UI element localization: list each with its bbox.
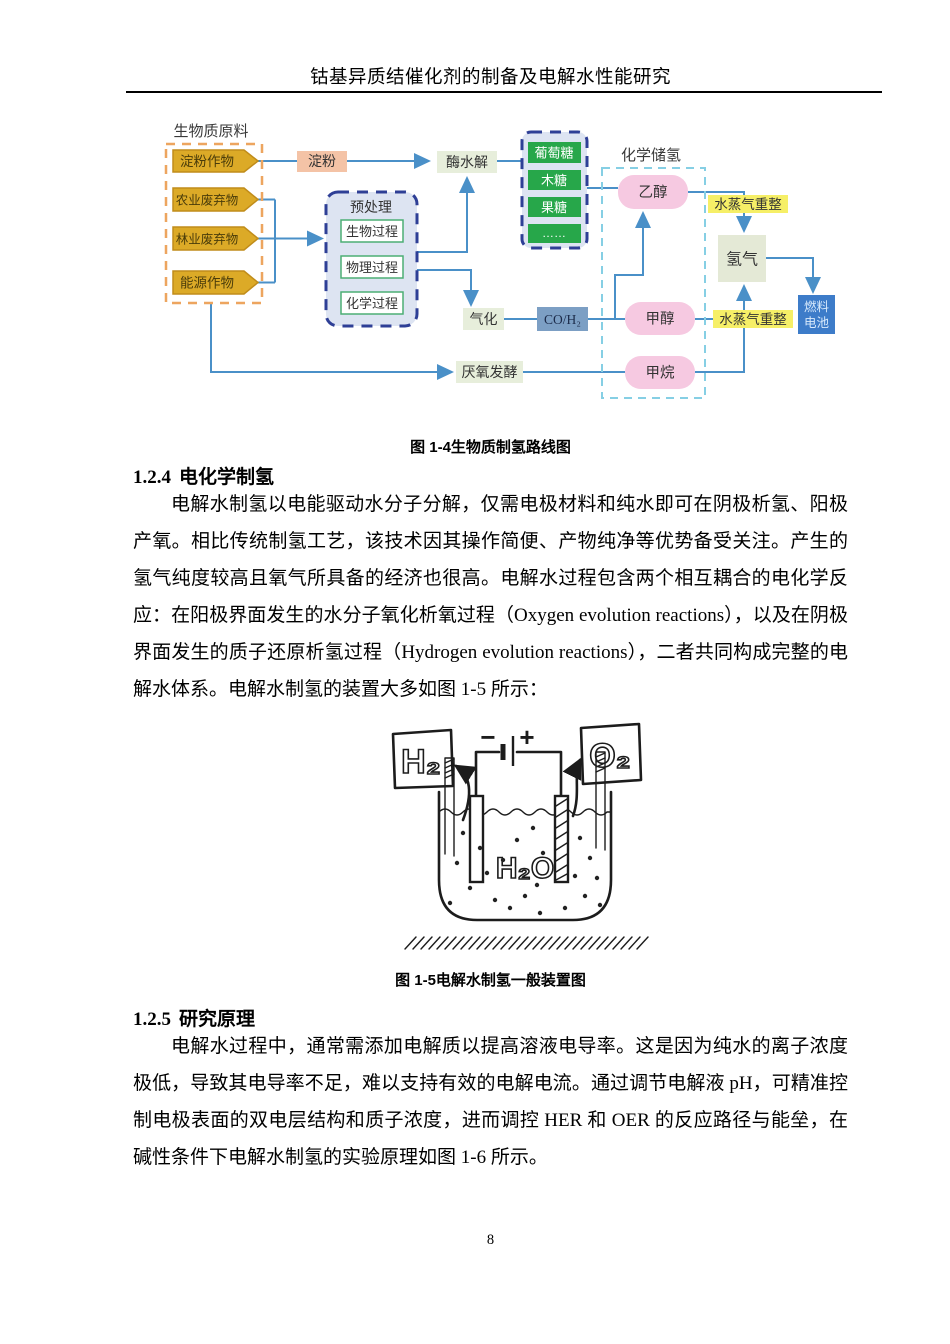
anode-electrode <box>553 794 570 884</box>
sugars-container: 葡萄糖 木糖 果糖 …… <box>520 130 589 250</box>
bio-process-label: 生物过程 <box>346 224 398 239</box>
chem-storage-label: 化学储氢 <box>621 147 681 164</box>
steam-reforming-bottom-label: 水蒸气重整 <box>719 312 787 327</box>
biomass-group-box <box>164 142 264 305</box>
steam-reforming-top-label: 水蒸气重整 <box>714 197 782 212</box>
node-fuel-cell: 燃料 电池 <box>798 295 835 334</box>
pretreatment-label: 预处理 <box>350 199 392 215</box>
ellipsis-label: …… <box>542 226 566 240</box>
starch-label: 淀粉 <box>308 153 336 169</box>
biomass-group-label: 生物质原料 <box>173 123 248 140</box>
syngas-label: CO/H₂ <box>544 312 581 327</box>
gasification-label: 气化 <box>470 311 498 327</box>
starch-crop-label: 淀粉作物 <box>180 154 234 169</box>
flow-connectors <box>210 153 821 380</box>
ground-hatching <box>404 936 649 950</box>
chem-storage-box <box>601 167 706 399</box>
physical-process-label: 物理过程 <box>346 260 398 275</box>
edge-methane-hydrogen <box>695 284 752 373</box>
o2-flow-arrow <box>562 757 582 818</box>
fuel-cell-label-1: 燃料 <box>804 299 830 314</box>
anaerobic-label: 厌氧发酵 <box>462 364 518 380</box>
left-collection-tube <box>444 757 455 857</box>
plus-terminal-label: + <box>519 722 534 752</box>
page-title: 钴基异质结催化剂的制备及电解水性能研究 <box>309 68 671 88</box>
fuel-cell-label-2: 电池 <box>804 316 830 330</box>
node-energy-crop: 能源作物 <box>172 270 260 295</box>
wire-left <box>474 750 501 800</box>
figure-1-4-caption: 图 1-4生物质制氢路线图 <box>410 439 571 456</box>
agri-waste-label: 农业废弃物 <box>176 193 239 208</box>
node-gasification: 气化 <box>463 308 504 330</box>
forest-waste-label: 林业废弃物 <box>176 232 239 247</box>
page-number: 8 <box>486 1232 495 1248</box>
node-methane: 甲烷 <box>625 356 695 389</box>
h2o-label: H₂O <box>496 852 554 885</box>
electrolysis-device-figure: H₂ O₂ − + H₂O <box>391 722 649 950</box>
section-number: 1.2.4 <box>133 467 171 488</box>
node-hydrogen: 氢气 <box>718 235 766 282</box>
wire-right <box>515 750 563 800</box>
h2-gas-box: H₂ <box>391 728 455 790</box>
header-rule <box>126 91 882 93</box>
edge-pretreatment-enzymatic <box>417 176 475 253</box>
ethanol-label: 乙醇 <box>639 184 668 201</box>
node-syngas: CO/H₂ <box>537 307 588 331</box>
right-collection-tube <box>595 751 606 851</box>
node-enzymatic-hydrolysis: 酶水解 <box>437 151 497 173</box>
xylose-label: 木糖 <box>541 173 567 188</box>
node-anaerobic-digestion: 厌氧发酵 <box>456 361 523 383</box>
section-1-2-4-paragraph: 电解水制氢以电能驱动水分子分解，仅需电极材料和纯水即可在阴极析氢、阳极产氧。相比… <box>133 494 848 700</box>
section-1-2-5-paragraph: 电解水过程中，通常需添加电解质以提高溶液电导率。这是因为纯水的离子浓度极低，导致… <box>133 1036 848 1168</box>
minus-terminal-label: − <box>480 722 495 752</box>
node-ethanol: 乙醇 <box>618 175 688 209</box>
h2-gas-label: H₂ <box>401 743 441 781</box>
edge-syngas-ethanol <box>614 211 651 319</box>
glucose-label: 葡萄糖 <box>534 146 573 161</box>
battery-symbol: − + <box>474 722 563 800</box>
node-steam-reforming-bottom: 水蒸气重整 <box>713 310 793 328</box>
biomass-flowchart: 生物质原料 淀粉作物 农业废弃物 林业废弃物 能源作物 淀粉 酶水解 <box>164 123 835 399</box>
methanol-label: 甲醇 <box>646 311 675 328</box>
fructose-label: 果糖 <box>541 200 567 215</box>
pretreatment-container: 预处理 生物过程 物理过程 化学过程 <box>324 190 419 328</box>
beaker: H₂O <box>437 790 613 922</box>
enzymatic-label: 酶水解 <box>446 154 488 170</box>
section-heading-1-2-4: 1.2.4 电化学制氢 <box>133 462 848 489</box>
section-heading-1-2-5: 1.2.5 研究原理 <box>133 1004 848 1031</box>
section-title: 电化学制氢 <box>179 467 275 488</box>
edge-pretreatment-gasification <box>417 269 479 307</box>
energy-crop-label: 能源作物 <box>180 276 234 291</box>
hydrogen-label: 氢气 <box>726 251 758 269</box>
section-title: 研究原理 <box>179 1009 256 1030</box>
methane-label: 甲烷 <box>646 365 675 382</box>
figure-1-5-caption: 图 1-5电解水制氢一般装置图 <box>395 972 586 989</box>
node-methanol: 甲醇 <box>625 302 695 335</box>
edge-hydrogen-fuelcell <box>766 257 821 294</box>
edge-biomass-anaerobic <box>210 303 454 380</box>
chemical-process-label: 化学过程 <box>346 296 398 311</box>
h2-flow-arrow <box>453 764 477 822</box>
edge-wastes-bracket <box>258 198 276 284</box>
o2-gas-box: O₂ <box>579 722 643 786</box>
node-starch: 淀粉 <box>297 151 347 172</box>
cathode-electrode <box>468 794 485 884</box>
gas-bubbles <box>447 825 603 916</box>
node-starch-crop: 淀粉作物 <box>172 149 260 173</box>
section-number: 1.2.5 <box>133 1009 171 1030</box>
node-forest-waste: 林业废弃物 <box>172 226 260 251</box>
node-agri-waste: 农业废弃物 <box>172 187 260 212</box>
edge-ethanol-hydrogen <box>688 191 752 233</box>
node-steam-reforming-top: 水蒸气重整 <box>708 195 788 213</box>
